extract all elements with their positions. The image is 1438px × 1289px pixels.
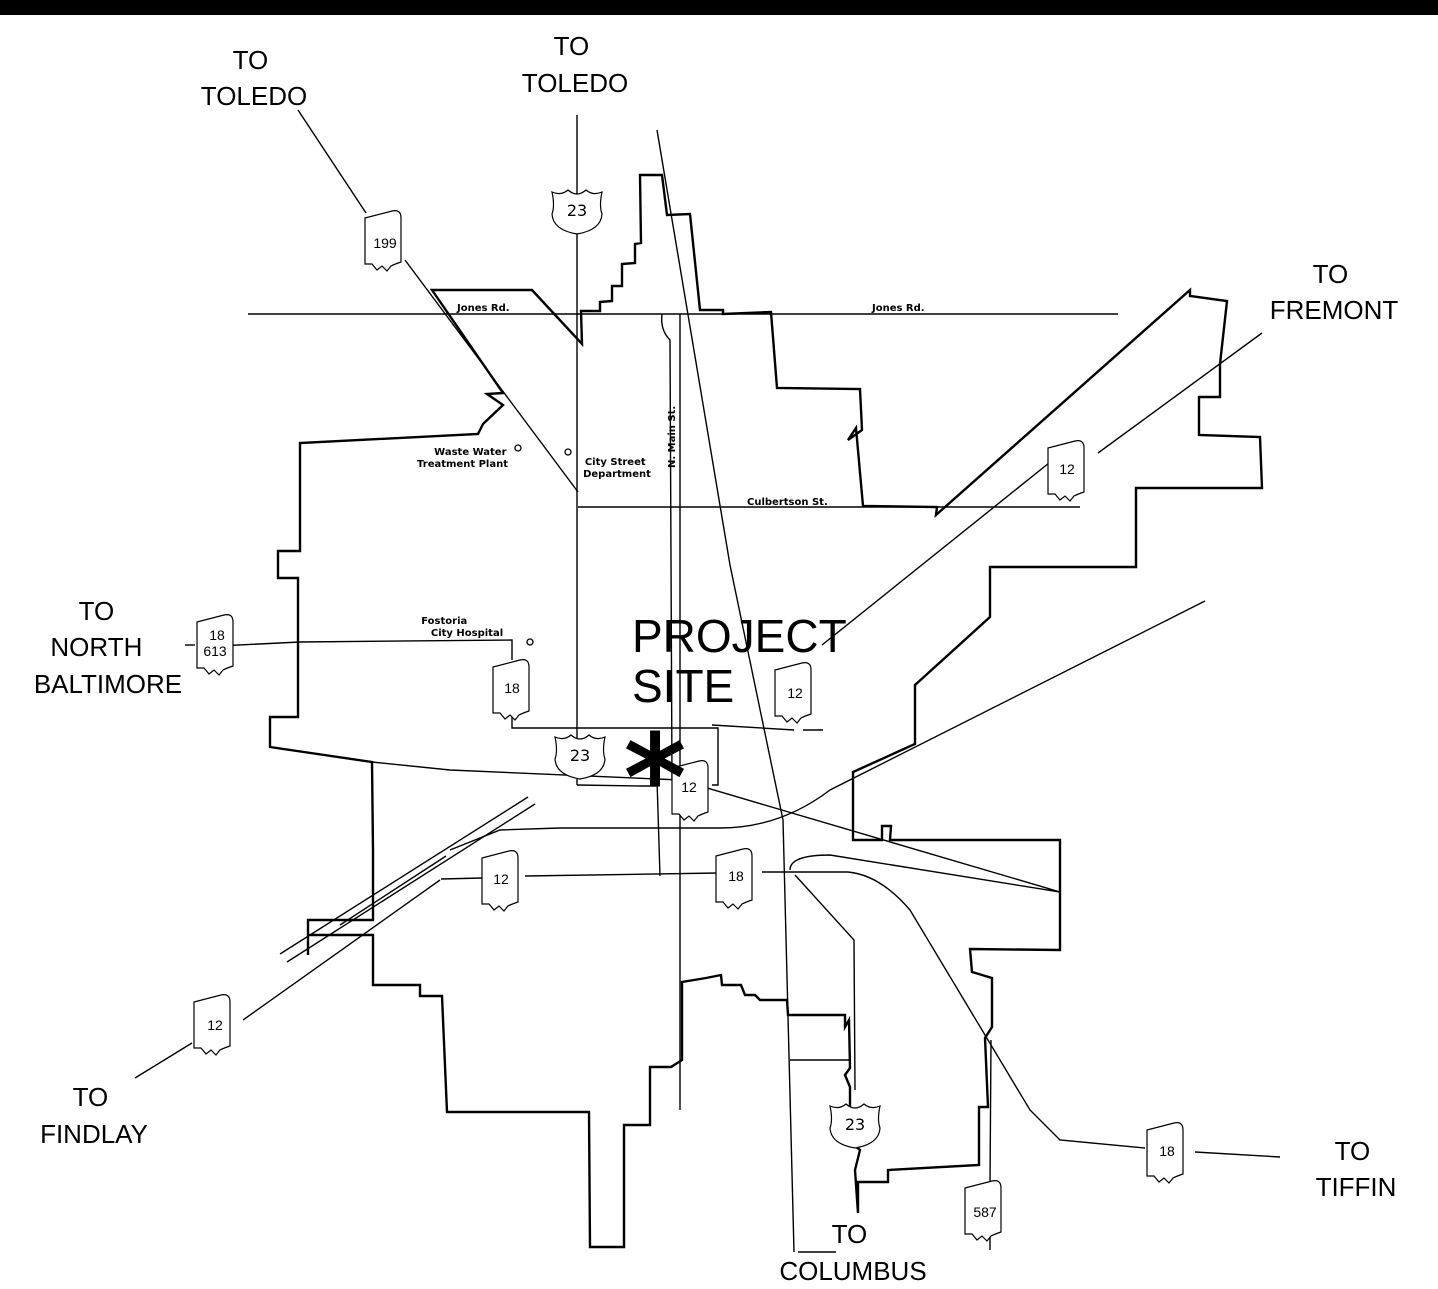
jones-rd-east-label: Jones Rd. [871, 303, 925, 314]
waste-water-marker [514, 444, 522, 452]
svg-text:18: 18 [1159, 1143, 1175, 1159]
to-north-baltimore-label: TO NORTH BALTIMORE [34, 596, 182, 699]
svg-text:12: 12 [493, 871, 509, 887]
city-street-marker [564, 448, 572, 456]
to-toledo-nw-label: TO TOLEDO [201, 45, 307, 111]
svg-text:18: 18 [209, 627, 225, 643]
to-columbus-label: TO COLUMBUS [779, 1219, 926, 1286]
us23-center-shield: 23 [554, 734, 606, 780]
to-toledo-n-label: TO TOLEDO [522, 31, 628, 98]
sr587-shield: 587 [964, 1180, 1002, 1242]
sr12-south-shield: 12 [481, 850, 519, 912]
city-boundary [268, 173, 1264, 1249]
top-border [0, 0, 1438, 15]
svg-text:12: 12 [787, 685, 803, 701]
sr199-shield: 199 [364, 210, 402, 272]
to-tiffin-label: TO TIFFIN [1316, 1136, 1397, 1202]
svg-text:12: 12 [1059, 461, 1075, 477]
to-fremont-label: TO FREMONT [1270, 259, 1399, 325]
jones-rd-west-label: Jones Rd. [456, 303, 510, 314]
svg-text:587: 587 [973, 1204, 997, 1220]
culbertson-st-label: Culbertson St. [747, 497, 828, 508]
to-findlay-label: TO FINDLAY [40, 1082, 148, 1149]
svg-text:23: 23 [845, 1115, 865, 1134]
svg-text:23: 23 [570, 746, 590, 765]
sr18-south-shield: 18 [715, 848, 753, 910]
sr18-613-shield: 18 613 [196, 614, 234, 676]
sr12-fremont-shield: 12 [1047, 440, 1085, 502]
hospital-label: Fostoria City Hospital [421, 616, 503, 639]
hospital-marker [526, 638, 534, 646]
city-street-label: City Street Department [583, 457, 651, 480]
sr18-tiffin-shield: 18 [1146, 1122, 1184, 1184]
svg-text:12: 12 [681, 779, 697, 795]
svg-text:18: 18 [728, 868, 744, 884]
waste-water-label: Waste Water Treatment Plant [417, 447, 510, 470]
svg-text:18: 18 [504, 680, 520, 696]
svg-text:12: 12 [207, 1017, 223, 1033]
svg-text:613: 613 [203, 643, 227, 659]
sr12-project-shield: 12 [774, 662, 812, 724]
sr12-center-shield: 12 [671, 760, 709, 822]
us23-south-shield: 23 [829, 1103, 881, 1149]
roads [134, 109, 1281, 1253]
us23-north-shield: 23 [551, 189, 603, 235]
project-site-label: PROJECT SITE [632, 610, 859, 712]
n-main-st-label: N. Main St. [667, 406, 678, 468]
svg-text:23: 23 [567, 201, 587, 220]
sr12-findlay-shield: 12 [193, 994, 231, 1056]
svg-text:199: 199 [373, 235, 397, 251]
project-site-marker: * [624, 710, 687, 849]
sr18-hospital-shield: 18 [492, 659, 530, 721]
